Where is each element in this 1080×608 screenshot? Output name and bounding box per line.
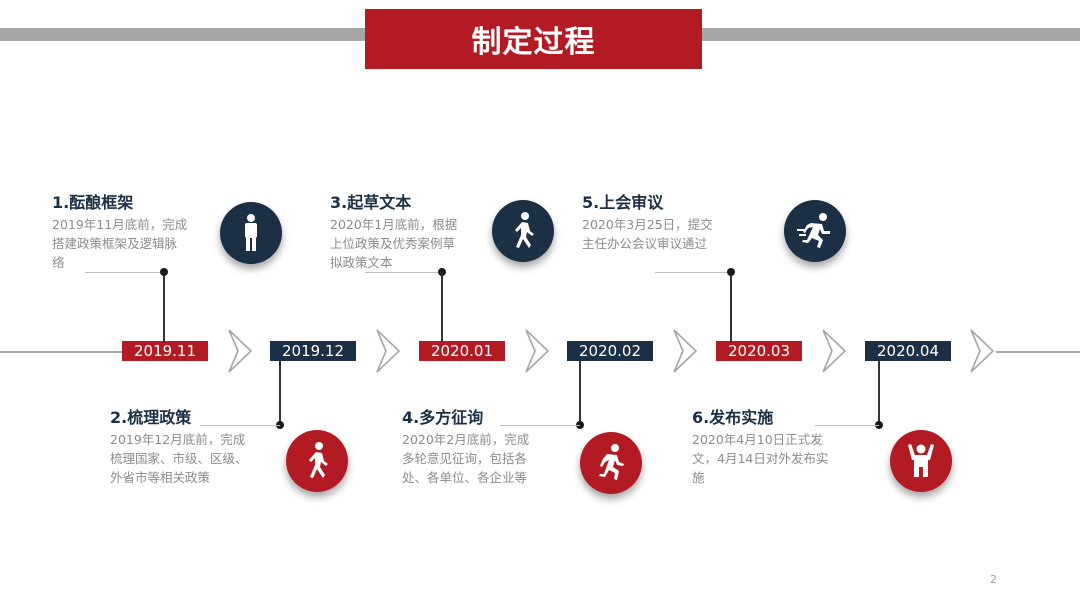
connector-dot <box>875 421 883 429</box>
connector-dot <box>276 421 284 429</box>
desc-line: 络 <box>52 255 65 270</box>
step-description: 2019年11月底前，完成 搭建政策框架及逻辑脉 络 <box>52 215 217 272</box>
chevron-right-icon <box>525 329 550 373</box>
step-1: 1.酝酿框架 2019年11月底前，完成 搭建政策框架及逻辑脉 络 <box>52 189 217 272</box>
standing-person-icon <box>220 202 282 264</box>
desc-line: 多轮意见征询，包括各 <box>402 451 528 466</box>
step-title: 4.多方征询 <box>402 408 484 427</box>
step-4: 4.多方征询 2020年2月底前，完成 多轮意见征询，包括各 处、各单位、各企业… <box>402 404 562 487</box>
walking-person-icon <box>286 430 348 492</box>
step-title: 5.上会审议 <box>582 193 664 212</box>
connector-line <box>815 425 879 426</box>
connector-stem <box>279 361 281 425</box>
desc-line: 2019年12月底前，完成 <box>110 432 246 447</box>
desc-line: 拟政策文本 <box>330 255 393 270</box>
step-description: 2020年4月10日正式发 文，4月14日对外发布实 施 <box>692 430 852 487</box>
desc-line: 2020年1月底前，根据 <box>330 217 458 232</box>
connector-stem <box>878 361 880 425</box>
connector-stem <box>579 361 581 425</box>
timeline-line <box>0 351 123 353</box>
step-2: 2.梳理政策 2019年12月底前，完成 梳理国家、市级、区级、 外省市等相关政… <box>110 404 280 487</box>
connector-line <box>655 272 732 273</box>
desc-line: 主任办公会议审议通过 <box>582 236 708 251</box>
connector-stem <box>730 272 732 342</box>
desc-line: 搭建政策框架及逻辑脉 <box>52 236 178 251</box>
chevron-right-icon <box>822 329 847 373</box>
connector-dot <box>438 268 446 276</box>
connector-dot <box>160 268 168 276</box>
step-description: 2020年2月底前，完成 多轮意见征询，包括各 处、各单位、各企业等 <box>402 430 562 487</box>
desc-line: 施 <box>692 470 705 485</box>
step-description: 2020年1月底前，根据 上位政策及优秀案例草 拟政策文本 <box>330 215 490 272</box>
chevron-right-icon <box>228 329 253 373</box>
desc-line: 外省市等相关政策 <box>110 470 211 485</box>
connector-stem <box>163 272 165 342</box>
step-title: 2.梳理政策 <box>110 408 192 427</box>
date-label-2019-12: 2019.12 <box>270 341 356 361</box>
desc-line: 2020年3月25日，提交 <box>582 217 713 232</box>
chevron-right-icon <box>970 329 995 373</box>
desc-line: 2020年2月底前，完成 <box>402 432 530 447</box>
date-label-2020-02: 2020.02 <box>567 341 653 361</box>
step-description: 2019年12月底前，完成 梳理国家、市级、区级、 外省市等相关政策 <box>110 430 280 487</box>
connector-stem <box>441 272 443 342</box>
connector-dot <box>727 268 735 276</box>
step-5: 5.上会审议 2020年3月25日，提交 主任办公会议审议通过 <box>582 189 742 253</box>
desc-line: 2020年4月10日正式发 <box>692 432 823 447</box>
connector-line <box>500 425 580 426</box>
walking-person-icon <box>492 200 554 262</box>
celebrating-person-icon <box>890 430 952 492</box>
chevron-right-icon <box>376 329 401 373</box>
date-label-2020-04: 2020.04 <box>865 341 951 361</box>
connector-dot <box>576 421 584 429</box>
step-title: 1.酝酿框架 <box>52 193 134 212</box>
step-title: 6.发布实施 <box>692 408 774 427</box>
date-label-2020-01: 2020.01 <box>419 341 505 361</box>
desc-line: 2019年11月底前，完成 <box>52 217 188 232</box>
date-label-2020-03: 2020.03 <box>716 341 802 361</box>
timeline-line <box>996 351 1080 353</box>
desc-line: 处、各单位、各企业等 <box>402 470 528 485</box>
desc-line: 文，4月14日对外发布实 <box>692 451 829 466</box>
connector-line <box>85 272 165 273</box>
desc-line: 上位政策及优秀案例草 <box>330 236 456 251</box>
running-person-icon <box>580 432 642 494</box>
step-6: 6.发布实施 2020年4月10日正式发 文，4月14日对外发布实 施 <box>692 404 852 487</box>
step-title: 3.起草文本 <box>330 193 412 212</box>
connector-line <box>365 272 443 273</box>
page-title: 制定过程 <box>365 9 702 69</box>
connector-line <box>200 425 280 426</box>
sprinting-person-icon <box>784 200 846 262</box>
page-number: 2 <box>990 573 997 586</box>
step-description: 2020年3月25日，提交 主任办公会议审议通过 <box>582 215 742 253</box>
date-label-2019-11: 2019.11 <box>122 341 208 361</box>
desc-line: 梳理国家、市级、区级、 <box>110 451 248 466</box>
step-3: 3.起草文本 2020年1月底前，根据 上位政策及优秀案例草 拟政策文本 <box>330 189 490 272</box>
chevron-right-icon <box>673 329 698 373</box>
